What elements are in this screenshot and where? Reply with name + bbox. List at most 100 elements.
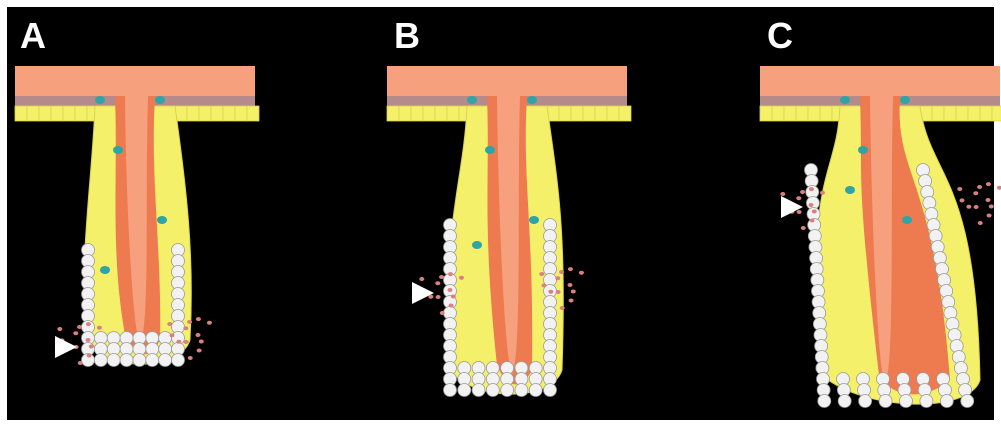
teal-cell — [155, 96, 165, 104]
teal-cell — [467, 96, 477, 104]
crypt-base-cell — [172, 354, 185, 367]
crypt-base-cell — [107, 354, 120, 367]
red-particle — [797, 210, 802, 214]
red-particle — [187, 320, 192, 324]
surface-epithelial-cell — [607, 106, 619, 121]
surface-epithelial-cell — [51, 106, 63, 121]
red-particle — [801, 226, 806, 230]
red-particle — [800, 190, 805, 194]
surface-lamina — [760, 66, 1000, 96]
surface-epithelial-cell — [583, 106, 595, 121]
crypt-base-cell — [859, 395, 872, 408]
surface-epithelial-cell — [980, 106, 992, 121]
surface-epithelial-cell — [75, 106, 87, 121]
surface-epithelial-cell — [820, 106, 832, 121]
red-particle — [960, 198, 965, 202]
surface-epithelial-cell — [187, 106, 199, 121]
red-particle — [89, 344, 94, 348]
crypt-base-cell — [120, 354, 133, 367]
surface-epithelial-cell — [411, 106, 423, 121]
surface-epithelial-cell — [199, 106, 211, 121]
red-particle — [196, 333, 201, 337]
crypt-base-cell — [838, 395, 851, 408]
red-particle — [568, 283, 573, 287]
red-particle — [170, 333, 175, 337]
surface-epithelial-cell — [784, 106, 796, 121]
red-particle — [86, 338, 91, 342]
surface-epithelial-cell — [435, 106, 447, 121]
crypt-base-cell — [486, 384, 499, 397]
red-particle — [435, 281, 440, 285]
red-particle — [73, 331, 78, 335]
teal-cell — [472, 241, 482, 249]
teal-cell — [902, 216, 912, 224]
red-particle — [559, 270, 564, 274]
crypt-base-cell — [529, 384, 542, 397]
red-particle — [974, 205, 979, 209]
red-particle — [207, 321, 212, 325]
crypt-base-cell — [94, 354, 107, 367]
crypt-base-cell — [146, 354, 159, 367]
red-particle — [439, 275, 444, 279]
surface-epithelial-cell — [932, 106, 944, 121]
red-particle — [197, 349, 202, 353]
surface-epithelial-cell — [956, 106, 968, 121]
red-particle — [579, 271, 584, 275]
red-particle — [86, 322, 91, 326]
surface-epithelial-cell — [571, 106, 583, 121]
red-particle — [810, 219, 815, 223]
surface-epithelial-cell — [944, 106, 956, 121]
red-particle — [973, 191, 978, 195]
red-particle — [569, 299, 574, 303]
red-particle — [440, 311, 445, 315]
crypt-base-cell — [515, 384, 528, 397]
surface-epithelial-cell — [223, 106, 235, 121]
crypt-base-cell — [472, 384, 485, 397]
red-particle — [87, 354, 92, 358]
crypt-base-cell — [818, 395, 831, 408]
red-particle — [966, 205, 971, 209]
red-particle — [459, 276, 464, 280]
teal-cell — [95, 96, 105, 104]
surface-epithelial-cell — [27, 106, 39, 121]
red-particle — [436, 295, 441, 299]
crypt-base-cell — [501, 384, 514, 397]
panel-c-label: C — [767, 15, 793, 56]
red-particle — [556, 290, 561, 294]
surface-epithelial-cell — [796, 106, 808, 121]
teal-cell — [157, 216, 167, 224]
red-particle — [548, 290, 553, 294]
red-particle — [568, 267, 573, 271]
surface-epithelial-cell — [399, 106, 411, 121]
red-particle — [987, 214, 992, 218]
crypt-base-cell — [458, 384, 471, 397]
red-particle — [989, 204, 994, 208]
red-particle — [183, 326, 188, 330]
red-particle — [809, 203, 814, 207]
red-particle — [809, 187, 814, 191]
crypt-base-cell — [879, 395, 892, 408]
red-particle — [571, 289, 576, 293]
red-particle — [957, 187, 962, 191]
red-particle — [184, 340, 189, 344]
red-particle — [451, 294, 456, 298]
red-particle — [176, 340, 181, 344]
surface-epithelial-cell — [772, 106, 784, 121]
teal-cell — [100, 266, 110, 274]
red-particle — [780, 192, 785, 196]
crypt-base-cell — [961, 395, 974, 408]
red-particle — [820, 191, 825, 195]
red-particle — [196, 317, 201, 321]
red-particle — [812, 209, 817, 213]
teal-cell — [529, 216, 539, 224]
red-particle — [986, 182, 991, 186]
red-particle — [167, 322, 172, 326]
crypt-base-cell — [133, 354, 146, 367]
surface-epithelial-cell — [760, 106, 772, 121]
surface-epithelial-cell — [63, 106, 75, 121]
surface-epithelial-cell — [39, 106, 51, 121]
red-particle — [419, 277, 424, 281]
red-particle — [539, 272, 544, 276]
surface-epithelial-cell — [619, 106, 631, 121]
